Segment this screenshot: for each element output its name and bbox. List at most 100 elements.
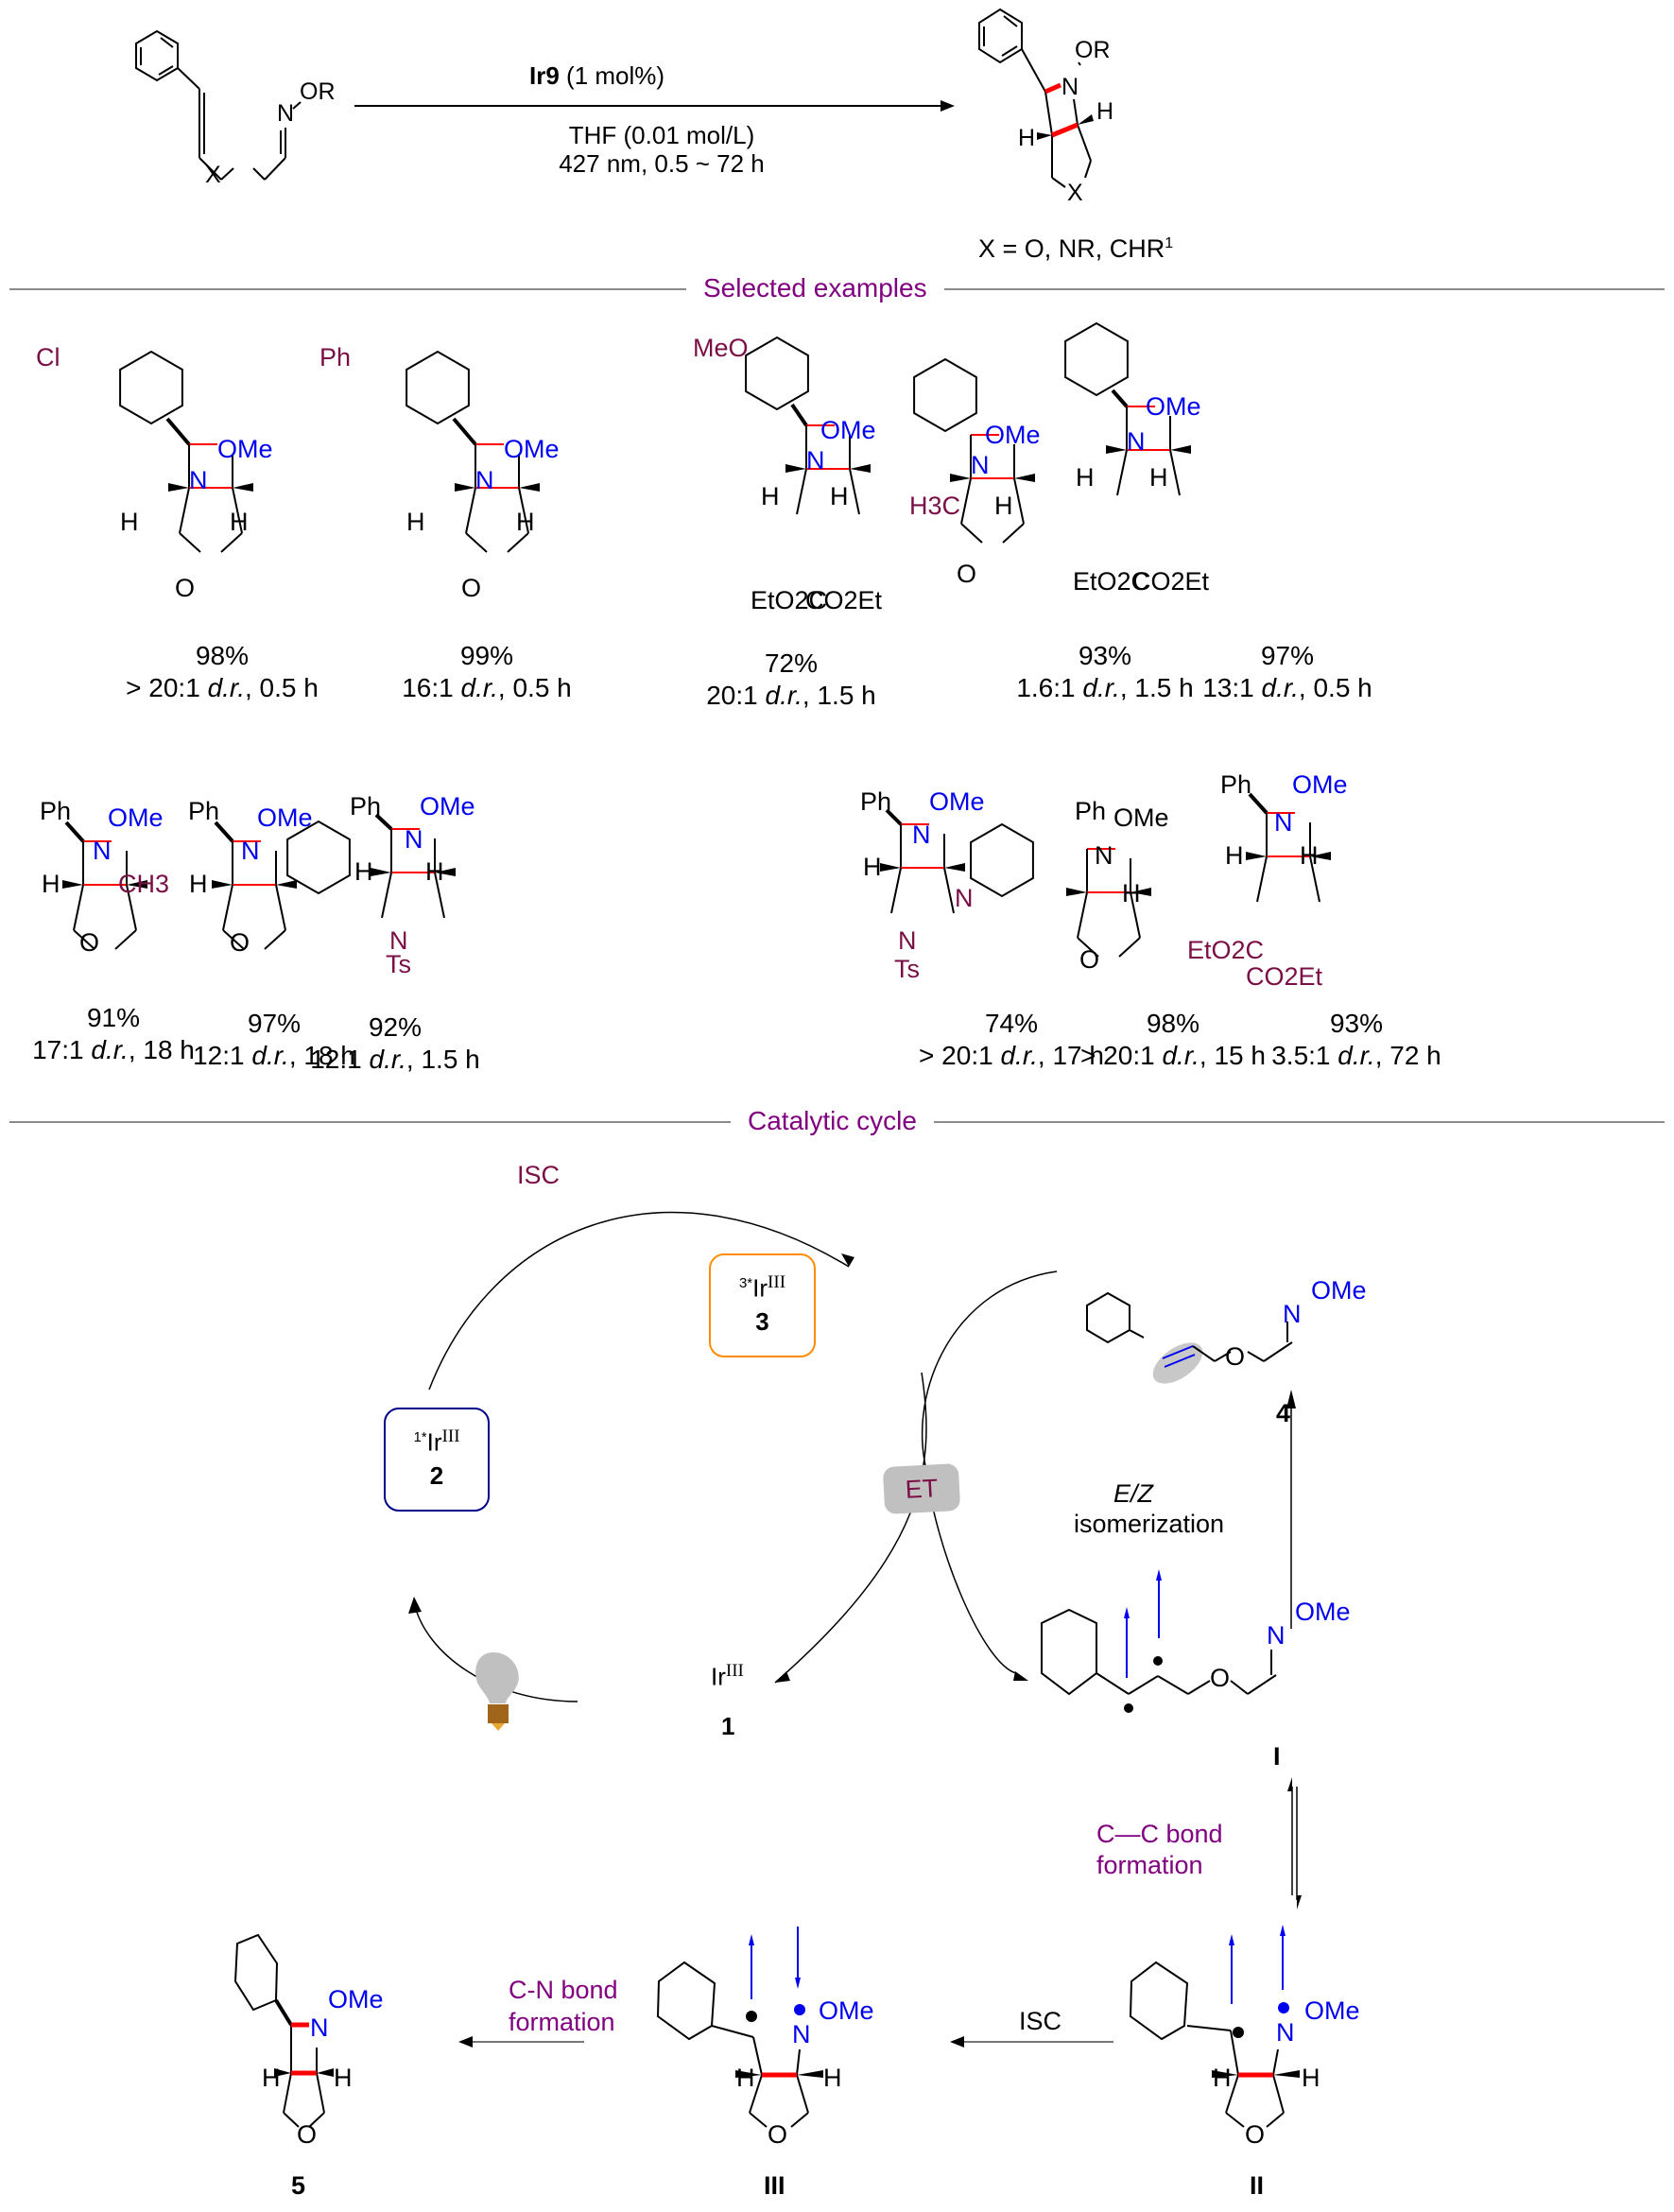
example-11-h-left: H bbox=[1225, 841, 1244, 870]
example-1-o: O bbox=[175, 574, 196, 602]
example-11-n: N bbox=[1274, 808, 1293, 837]
example-3-n: N bbox=[806, 446, 825, 475]
example-4-yield: 93% bbox=[1078, 641, 1132, 670]
time-value: , 1.5 h bbox=[1119, 673, 1194, 702]
intermediate-III-h-right: H bbox=[823, 2064, 842, 2092]
example-1-h-right: H bbox=[230, 508, 249, 536]
state-3-ox: III bbox=[768, 1272, 786, 1292]
dr-label: d.r. bbox=[1337, 1041, 1375, 1070]
example-8-n: N bbox=[405, 825, 423, 854]
state-2-prefix: 1* bbox=[413, 1429, 427, 1445]
example-4-n: N bbox=[971, 451, 990, 479]
dr-label: d.r. bbox=[1000, 1041, 1038, 1070]
example-8-yield: 92% bbox=[368, 1012, 423, 1042]
dr-value: 13:1 bbox=[1202, 673, 1254, 702]
example-6-substituent: CH3 bbox=[118, 870, 170, 898]
dr-label: d.r. bbox=[1082, 673, 1120, 702]
wedge-bond bbox=[1246, 852, 1267, 860]
example-10-result: 98% > 20:1 d.r., 15 h bbox=[1031, 1008, 1315, 1072]
example-1-substituent: Cl bbox=[36, 343, 60, 372]
example-6-result: 91% 17:1 d.r., 18 h bbox=[0, 1002, 255, 1066]
bond bbox=[890, 867, 902, 914]
bond bbox=[222, 884, 233, 931]
state-1-ox: III bbox=[725, 1661, 744, 1681]
time-value: , 1.5 h bbox=[802, 681, 876, 710]
bond bbox=[960, 523, 983, 544]
intermediate-III-n: N bbox=[792, 2020, 811, 2048]
example-1-h-left: H bbox=[120, 508, 139, 536]
bond bbox=[1077, 937, 1099, 958]
wedge-bond bbox=[1170, 445, 1191, 454]
example-9-yield: 74% bbox=[984, 1009, 1039, 1038]
bond bbox=[220, 532, 243, 553]
isc-bottom-label: ISC bbox=[1019, 2007, 1062, 2035]
dr-label: d.r. bbox=[91, 1035, 129, 1064]
example-7-conditions: 12:1 d.r., 18 h bbox=[132, 1040, 416, 1072]
bond bbox=[465, 532, 488, 553]
dr-value: 20:1 bbox=[706, 681, 758, 710]
bond bbox=[374, 813, 393, 831]
compound-4-o: O bbox=[1225, 1342, 1246, 1371]
intermediate-III-ome: OMe bbox=[819, 1996, 874, 2025]
example-9-ome: OMe bbox=[929, 787, 985, 816]
example-8-ring-n: N bbox=[389, 926, 408, 955]
dr-value: 3.5:1 bbox=[1271, 1041, 1331, 1070]
time-value: , 0.5 h bbox=[245, 673, 319, 702]
example-10-ph: Ph bbox=[1075, 797, 1107, 825]
wedge-bond bbox=[62, 880, 83, 889]
time-value: , 17 h bbox=[1037, 1041, 1104, 1070]
bond bbox=[179, 487, 190, 534]
wedge-bond bbox=[127, 880, 147, 889]
example-6-h: H bbox=[42, 870, 60, 898]
state-2-number: 2 bbox=[429, 1460, 444, 1490]
dr-label: d.r. bbox=[1261, 673, 1299, 702]
product-molecule bbox=[978, 8, 1092, 188]
wedge-bond bbox=[1130, 888, 1151, 896]
bond bbox=[381, 872, 392, 919]
dr-label: d.r. bbox=[765, 681, 802, 710]
example-9-result: 74% > 20:1 d.r., 17 h bbox=[870, 1008, 1153, 1072]
example-2-o: O bbox=[461, 574, 482, 602]
example-10-h: H bbox=[1122, 879, 1141, 907]
intermediate-III-number: III bbox=[764, 2171, 785, 2200]
example-6-ome: OMe bbox=[108, 804, 164, 832]
dr-value: 12:1 bbox=[193, 1041, 245, 1070]
example-11-result: 93% 3.5:1 d.r., 72 h bbox=[1215, 1008, 1498, 1072]
example-6-ph: Ph bbox=[40, 797, 72, 825]
bond bbox=[434, 872, 445, 919]
example-11-yield: 93% bbox=[1329, 1009, 1384, 1038]
time-value: , 1.5 h bbox=[406, 1045, 480, 1074]
aryl-ring bbox=[119, 350, 183, 425]
product-5-number: 5 bbox=[291, 2171, 306, 2200]
example-3-h-left: H bbox=[761, 482, 780, 510]
bond bbox=[1116, 449, 1128, 496]
example-3-result: 72% 20:1 d.r., 1.5 h bbox=[649, 648, 933, 712]
time-value: , 0.5 h bbox=[497, 673, 572, 702]
intermediate-II-structure bbox=[1129, 1961, 1285, 2128]
example-6-n: N bbox=[93, 837, 112, 865]
time-value: , 18 h bbox=[288, 1041, 355, 1070]
bond bbox=[1013, 477, 1025, 525]
bond bbox=[1169, 449, 1181, 496]
light-arrowhead bbox=[408, 1597, 422, 1614]
x-definition-text: X = O, NR, CHR bbox=[978, 234, 1165, 263]
lightbulb-icon bbox=[475, 1652, 519, 1731]
example-11-ph: Ph bbox=[1220, 770, 1252, 799]
section-title-cycle: Catalytic cycle bbox=[731, 1106, 934, 1136]
intermediate-I-ome: OMe bbox=[1295, 1598, 1351, 1626]
intermediate-I-n: N bbox=[1267, 1621, 1286, 1650]
bond bbox=[222, 929, 245, 950]
example-9-pyridine-n: N bbox=[955, 884, 974, 912]
compound-4-structure bbox=[1086, 1291, 1293, 1384]
example-2-n: N bbox=[475, 466, 494, 494]
bond bbox=[465, 487, 476, 534]
et3-arrowhead bbox=[775, 1671, 790, 1683]
compound-4-n: N bbox=[1283, 1300, 1302, 1328]
product-5-h-right: H bbox=[334, 2064, 353, 2092]
catalyst-loading: (1 mol%) bbox=[566, 61, 665, 90]
bond bbox=[849, 468, 860, 515]
wedge-bond bbox=[168, 483, 189, 492]
state-2-ox: III bbox=[441, 1426, 460, 1446]
example-9-conditions: > 20:1 d.r., 17 h bbox=[870, 1040, 1153, 1072]
example-6-yield: 91% bbox=[86, 1003, 141, 1032]
